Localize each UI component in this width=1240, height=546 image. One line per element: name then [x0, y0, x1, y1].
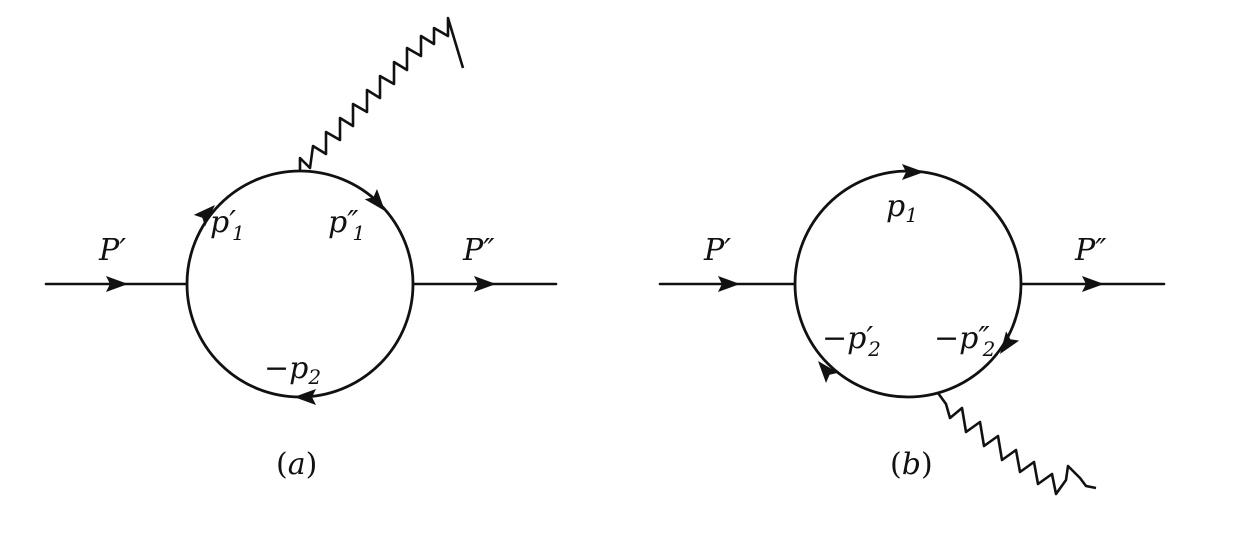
- diagram-b-lower-right-label: −p″2: [934, 321, 995, 361]
- diagram-a-caption: (a): [276, 447, 317, 482]
- diagram-a-loop-arrow-upper-right-icon: [364, 189, 385, 211]
- diagram-a-outgoing-arrow-icon: [474, 276, 496, 292]
- diagram-b-photon-line: [936, 392, 1097, 496]
- diagram-b-outgoing-label: P″: [1074, 233, 1107, 268]
- diagram-a-loop-arrow-upper-left-icon: [193, 205, 215, 227]
- diagram-b-loop-arrow-lower-right-icon: [1000, 331, 1020, 354]
- diagram-b-lower-left-label: −p′2: [822, 321, 881, 361]
- diagram-a-incoming-arrow-icon: [106, 276, 128, 292]
- diagram-b-upper-label: p1: [886, 189, 918, 227]
- diagram-b: P′ P″ p1 −p′2 −p″2 (b): [658, 164, 1166, 496]
- diagram-b-incoming-arrow-icon: [718, 276, 740, 292]
- diagram-a: P′ P″ p′1 p″1 −p2 (a): [44, 16, 558, 482]
- diagram-a-incoming-label: P′: [98, 233, 126, 268]
- diagram-b-outgoing-arrow-icon: [1082, 276, 1104, 292]
- diagram-a-photon-line: [298, 16, 465, 171]
- diagram-b-incoming-label: P′: [703, 233, 731, 268]
- diagram-a-upper-right-label: p″1: [328, 205, 365, 245]
- diagram-a-loop-arrow-lower-icon: [294, 389, 316, 405]
- diagram-a-lower-label: −p2: [264, 351, 321, 389]
- diagram-b-caption: (b): [890, 447, 933, 482]
- diagram-a-outgoing-label: P″: [462, 233, 495, 268]
- diagram-a-upper-left-label: p′1: [210, 205, 245, 245]
- diagram-b-loop-arrow-lower-left-icon: [818, 361, 839, 383]
- diagram-b-loop-arrow-upper-icon: [902, 164, 924, 180]
